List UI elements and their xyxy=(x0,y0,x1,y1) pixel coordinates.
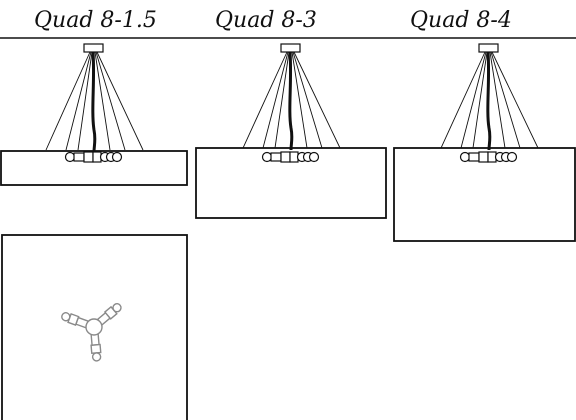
power-cord xyxy=(288,51,294,151)
suspension-cables xyxy=(45,51,144,151)
ceiling-canopy xyxy=(280,43,301,53)
coverage-area-side xyxy=(393,147,576,242)
model-label-quad-8-1-5: Quad 8-1.5 xyxy=(34,8,157,33)
fixture-quad-8-1-5 xyxy=(0,43,188,186)
coverage-area-side xyxy=(0,150,188,186)
fixture-top-view xyxy=(61,303,122,362)
lamp-head xyxy=(64,151,123,163)
top-view xyxy=(1,234,188,420)
power-cord xyxy=(91,51,97,153)
lamp-head xyxy=(459,151,518,163)
coverage-area-side xyxy=(195,147,387,219)
fixture-quad-8-4 xyxy=(393,43,576,242)
ceiling-canopy xyxy=(83,43,104,53)
suspension-cables xyxy=(440,51,539,149)
coverage-area-top xyxy=(1,234,188,420)
ceiling-canopy xyxy=(478,43,499,53)
fixture-quad-8-3 xyxy=(195,43,387,219)
suspension-cables xyxy=(242,51,341,149)
center-hub xyxy=(85,318,103,336)
model-label-quad-8-3: Quad 8-3 xyxy=(215,8,317,33)
lamp-head xyxy=(261,151,320,163)
model-label-quad-8-4: Quad 8-4 xyxy=(410,8,512,33)
power-cord xyxy=(486,51,492,151)
